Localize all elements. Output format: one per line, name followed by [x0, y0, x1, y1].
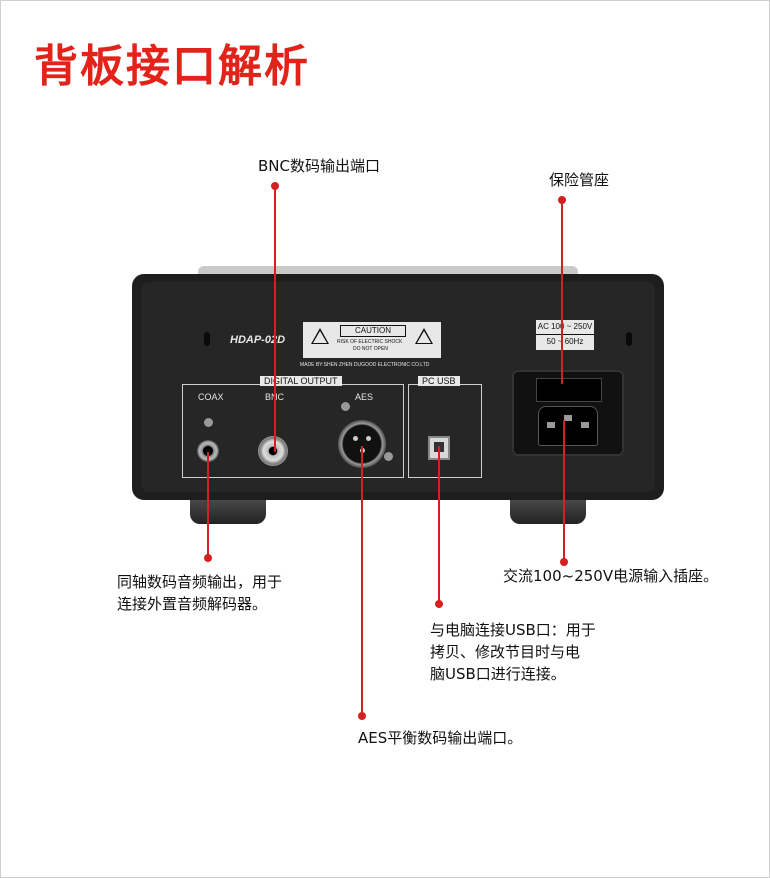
- bnc-leader-dot: [271, 182, 279, 190]
- power-pin: [547, 422, 555, 428]
- bnc-callout: BNC数码输出端口: [258, 157, 380, 175]
- fuse-holder: [536, 378, 602, 402]
- ac-rating-label: AC 100 ~ 250V 50 ~ 60Hz: [536, 320, 594, 350]
- pc-usb-tag: PC USB: [418, 376, 460, 386]
- aes-label: AES: [355, 392, 374, 402]
- caution-label: CAUTION RISK OF ELECTRIC SHOCK DO NOT OP…: [303, 322, 441, 358]
- maker-label: MADE BY:SHEN ZHEN DUGOOD ELECTRONIC CO.L…: [300, 362, 430, 368]
- fuse-leader-dot: [558, 196, 566, 204]
- usb-callout-line3: 脑USB口进行连接。: [430, 665, 566, 683]
- coax-callout-line1: 同轴数码音频输出，用于: [117, 573, 283, 591]
- coax-callout-line2: 连接外置音频解码器。: [117, 595, 268, 613]
- usb-leader-dot: [435, 600, 443, 608]
- power-socket: [538, 406, 598, 446]
- coax-leader-line: [207, 452, 209, 558]
- model-label: HDAP-02D: [230, 334, 286, 346]
- bnc-leader-line: [274, 184, 276, 452]
- coax-leader-dot: [204, 554, 212, 562]
- usb-callout-line2: 拷贝、修改节目时与电: [430, 643, 581, 661]
- warning-exclamation-icon: [415, 328, 433, 344]
- fuse-callout: 保险管座: [549, 171, 610, 189]
- fuse-leader-line: [561, 198, 563, 384]
- power-pin: [564, 415, 572, 421]
- bnc-connector: [258, 436, 288, 466]
- aes-callout: AES平衡数码输出端口。: [358, 729, 523, 747]
- ac-frequency: 50 ~ 60Hz: [546, 337, 584, 346]
- usb-leader-line: [438, 446, 440, 604]
- aes-leader-dot: [358, 712, 366, 720]
- caution-risk: RISK OF ELECTRIC SHOCK: [337, 339, 403, 345]
- aes-leader-line: [361, 446, 363, 716]
- xlr-pin: [366, 436, 371, 441]
- vent-slot: [204, 332, 210, 346]
- digital-output-tag: DIGITAL OUTPUT: [260, 376, 342, 386]
- screw: [204, 418, 213, 427]
- warning-bolt-icon: [311, 328, 329, 344]
- page-title: 背板接口解析: [34, 41, 310, 92]
- caution-title: CAUTION: [340, 325, 406, 337]
- pc-usb-box: [408, 384, 482, 478]
- power-pin: [581, 422, 589, 428]
- screw: [341, 402, 350, 411]
- power-inlet: [512, 370, 624, 456]
- xlr-pin: [353, 436, 358, 441]
- power-leader-line: [563, 420, 565, 560]
- screw: [384, 452, 393, 461]
- power-leader-dot: [560, 558, 568, 566]
- power-callout: 交流100~250V电源输入插座。: [503, 567, 719, 585]
- usb-callout-line1: 与电脑连接USB口：用于: [430, 621, 596, 639]
- ac-range: AC 100 ~ 250V: [536, 320, 594, 335]
- coax-connector: [197, 440, 219, 462]
- vent-slot: [626, 332, 632, 346]
- coax-label: COAX: [198, 392, 224, 402]
- caution-open: DO NOT OPEN: [353, 346, 388, 352]
